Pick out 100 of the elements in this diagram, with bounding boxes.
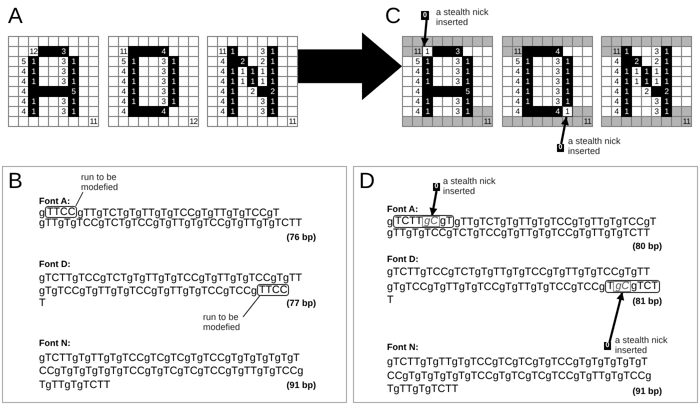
run-length: 1	[654, 68, 659, 75]
run-length: 1	[171, 58, 176, 65]
run-length: 4	[21, 88, 26, 95]
panel-letter: D	[359, 169, 375, 193]
run-length: 3	[654, 98, 659, 105]
run-length: 4	[614, 78, 619, 85]
run-length: 4	[21, 78, 26, 85]
dna-sequence: T	[39, 297, 46, 309]
run-length: 3	[455, 58, 460, 65]
run-length: 1	[565, 58, 570, 65]
run-length: 1	[270, 108, 275, 115]
dna-sequence: gTCTTgTCCgTCTgTgTTgTgTCCgTgTTgTgTCCgTgTT	[387, 266, 650, 278]
dna-sequence: gTTgTCTgTgTTgTgTCCgTgTTgTgTCCgT	[77, 207, 280, 219]
run-length: 2	[664, 88, 669, 95]
run-length: 3	[161, 58, 166, 65]
run-length: 4	[415, 98, 420, 105]
run-length: 1	[71, 78, 76, 85]
run-length: 1	[250, 68, 255, 75]
run-length: 11	[288, 118, 296, 125]
run-length: 1	[31, 58, 36, 65]
run-length: 4	[220, 68, 225, 75]
run-length: 1	[565, 88, 570, 95]
run-length: 1	[425, 68, 430, 75]
length-label: (91 bp)	[632, 386, 662, 396]
run-length: 4	[21, 68, 26, 75]
run-length: 1	[425, 58, 430, 65]
run-length: 1	[240, 78, 245, 85]
dna-sequence: gTTgTgTCCgTCTgTCCgTgTTgTgTCCgTgTTgTgTCTT	[39, 217, 302, 229]
run-length: 4	[614, 58, 619, 65]
run-length: 11	[612, 48, 620, 55]
run-length: 1	[270, 48, 275, 55]
nick-site-box: gC	[422, 216, 440, 227]
run-length: 4	[515, 78, 520, 85]
run-length: 3	[654, 108, 659, 115]
panel-frame	[353, 166, 698, 403]
run-length: 1	[31, 108, 36, 115]
run-length: 4	[220, 108, 225, 115]
sequence-heading: Font A:	[39, 196, 70, 206]
run-length: 1	[250, 78, 255, 85]
run-length: 1	[131, 58, 136, 65]
panel-letter: B	[8, 169, 23, 193]
annotation: a stealth nick inserted	[436, 8, 490, 27]
run-length: 2	[260, 58, 265, 65]
dna-sequence: g	[39, 207, 45, 219]
run-length: 12	[189, 118, 198, 125]
run-length: 1	[171, 98, 176, 105]
length-label: (76 bp)	[286, 232, 316, 242]
run-length: 4	[555, 48, 560, 55]
sequence-heading: Font D:	[39, 259, 70, 269]
run-length: 1	[131, 88, 136, 95]
run-length: 1	[634, 78, 639, 85]
run-length: 1	[525, 98, 530, 105]
run-length: 1	[624, 108, 629, 115]
run-length: 3	[455, 78, 460, 85]
run-length: 1	[270, 68, 275, 75]
run-length: 3	[654, 48, 659, 55]
run-length: 12	[29, 48, 38, 55]
run-length: 1	[131, 68, 136, 75]
run-length: 3	[61, 78, 66, 85]
run-length: 4	[415, 88, 420, 95]
run-length: 1	[230, 88, 235, 95]
run-length: 1	[171, 88, 176, 95]
run-length: 1	[644, 68, 649, 75]
run-length: 1	[425, 98, 430, 105]
run-length: 3	[555, 68, 560, 75]
run-length: 2	[250, 88, 255, 95]
callout-text: run to be modefied	[81, 172, 121, 192]
run-length: 11	[682, 118, 690, 125]
run-length: 3	[455, 108, 460, 115]
run-length: 1	[71, 108, 76, 115]
run-length: 5	[465, 88, 470, 95]
run-length: 1	[425, 108, 430, 115]
callout-text: run to be modefied	[203, 312, 243, 332]
run-length: 4	[220, 78, 225, 85]
run-length: 4	[515, 88, 520, 95]
nick-cell: 1	[562, 106, 573, 117]
run-length: 5	[71, 88, 76, 95]
run-length: 1	[270, 58, 275, 65]
run-length: 1	[654, 78, 659, 85]
run-length: 1	[31, 98, 36, 105]
pixel-grid	[402, 36, 493, 127]
run-length: 1	[565, 78, 570, 85]
annotation: a stealth nick inserted	[568, 137, 622, 156]
run-length: 3	[61, 58, 66, 65]
run-length: 1	[230, 68, 235, 75]
arrow	[608, 292, 624, 342]
run-length: 1	[260, 68, 265, 75]
run-length: 4	[21, 108, 26, 115]
nick-site-box: gC	[613, 281, 632, 292]
run-box	[604, 280, 660, 293]
dna-sequence: gTgTCCgTgTTgTgTCCgTgTTgTgTCCgTCCg	[387, 281, 605, 293]
run-length: 4	[515, 98, 520, 105]
run-length: 4	[415, 108, 420, 115]
dna-sequence: gT	[440, 215, 452, 227]
leader-line	[242, 296, 260, 318]
sequence-heading: Font D:	[387, 254, 418, 264]
run-length: 1	[270, 98, 275, 105]
run-length: 4	[515, 68, 520, 75]
arrow	[420, 20, 429, 46]
run-length: 4	[555, 108, 560, 115]
